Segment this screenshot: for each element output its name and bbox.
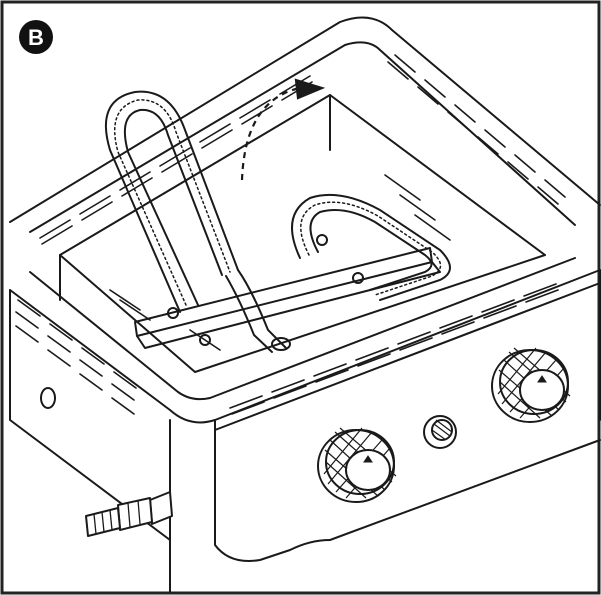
arrow-head [294, 78, 326, 100]
knob-cap-right [519, 369, 565, 411]
installed-burner-outer [291, 193, 451, 301]
rail-screw-3 [316, 234, 328, 246]
rail-screw-1 [199, 334, 211, 346]
knob-pointer-left [363, 455, 373, 463]
burner-tube-outer [104, 90, 239, 313]
knob-cap-left [345, 449, 391, 491]
rail-screw-2 [352, 272, 364, 284]
control-knob-icon [317, 347, 571, 503]
step-badge: B [19, 20, 53, 54]
body-front-lower [214, 419, 331, 562]
installed-burner-inner [309, 209, 433, 291]
rail-lower [136, 261, 441, 349]
arrow-path [240, 86, 301, 181]
rail-screw-4 [167, 307, 179, 319]
body-left-side [9, 289, 171, 541]
burner-venturi [225, 269, 287, 353]
body-bottom-front [329, 439, 601, 541]
burner-tube-inner [124, 108, 223, 306]
side-hole [40, 387, 56, 409]
rim-back-edge [9, 16, 601, 223]
knob-pointer-right [537, 375, 547, 383]
arrow-dashed-icon [240, 78, 326, 181]
burner-tube-icon [104, 90, 291, 353]
step-label: B [28, 25, 44, 50]
inner-floor-edge [59, 254, 546, 373]
burner-ports-left [114, 99, 231, 306]
vent-slots-front [229, 283, 559, 415]
control-knob-left [317, 427, 397, 503]
rim-inner-back [29, 41, 576, 233]
burner-ports-right [300, 201, 442, 296]
vent-slots-back [39, 75, 313, 245]
gas-inlet-icon [85, 491, 173, 537]
vent-slots-right [387, 54, 566, 205]
burner-tube-installed [291, 193, 451, 301]
igniter-button-icon [423, 415, 457, 449]
step-badge-circle [19, 20, 53, 54]
control-knob-right [491, 347, 571, 423]
rim-inner-front [29, 257, 576, 401]
vent-slots-left [15, 299, 137, 415]
venturi-opening [271, 337, 291, 351]
floor-slots [109, 174, 451, 351]
body-front-bevel [214, 282, 601, 431]
